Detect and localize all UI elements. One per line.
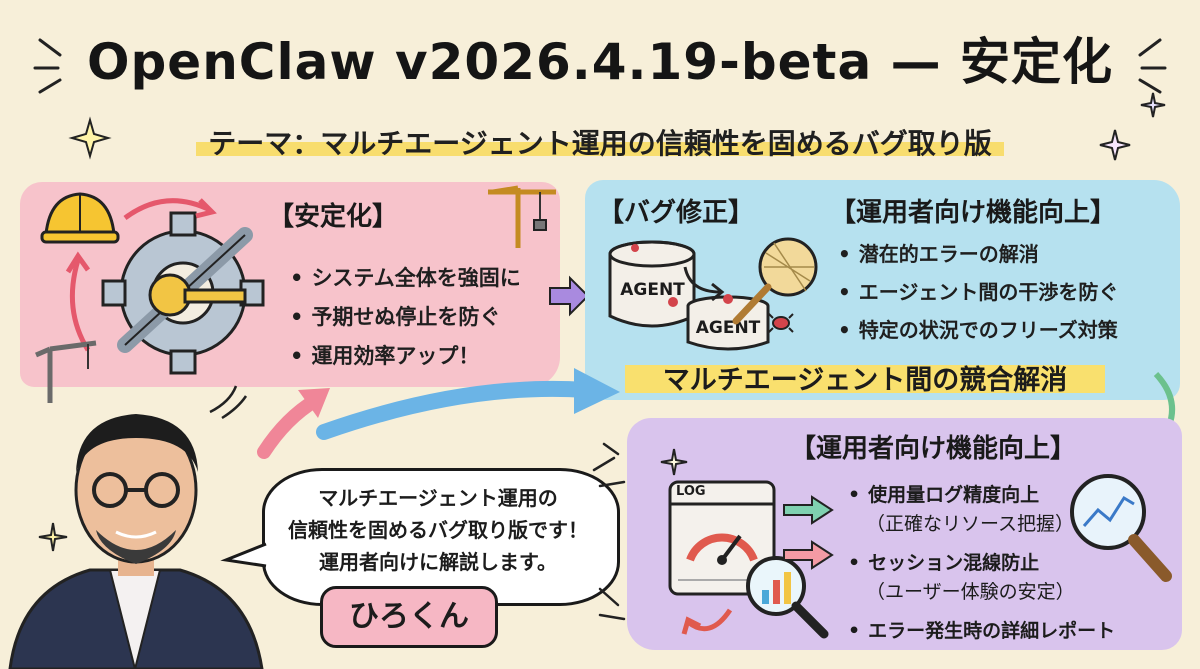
list-item: 運用効率アップ！ (290, 340, 521, 370)
subtitle: テーマ：マルチエージェント運用の信頼性を固めるバグ取り版 (110, 122, 1090, 162)
refresh-arrow-icon (681, 608, 733, 635)
arrow-cycle-icon (123, 198, 217, 221)
list-item-note: （ユーザー体験の安定） (866, 581, 1075, 603)
magnifier-chart-icon (746, 556, 829, 639)
page-title: OpenClaw v2026.4.19-beta — 安定化 (87, 33, 1113, 91)
agent-label: AGENT (620, 280, 685, 300)
sparkle-lines-icon (592, 442, 626, 488)
speech-bubble (262, 468, 620, 606)
stability-header: 【安定化】 (268, 202, 399, 232)
agent-cylinder-icon (608, 240, 696, 328)
sparkle-lines-icon (1138, 38, 1167, 94)
list-item-note: （正確なリソース把握） (866, 513, 1075, 535)
star-sparkle-icon (1140, 92, 1166, 118)
magnifier-graph-icon (1070, 474, 1172, 582)
ops-top-header: 【運用者向け機能向上】 (830, 198, 1117, 228)
list-item: 予期せぬ停止を防ぐ (290, 301, 521, 331)
list-item: エラー発生時の詳細レポート (848, 616, 1115, 643)
list-item: エージェント間の干渉を防ぐ (838, 276, 1119, 305)
bug-icon (768, 313, 794, 333)
speech-text: マルチエージェント運用の 信頼性を固めるバグ取り版です！ 運用者向けに解説します… (262, 482, 614, 578)
ops-bottom-list: 使用量ログ精度向上 （正確なリソース把握） セッション混線防止 （ユーザー体験の… (848, 480, 1115, 645)
speech-bubble-tail (220, 542, 267, 568)
gear-wrench-key-icon (101, 211, 265, 375)
speech-line: マルチエージェント運用の (318, 486, 558, 510)
speech-line: 運用者向けに解説します。 (319, 550, 557, 574)
agent-label: AGENT (695, 318, 761, 338)
arrow-up-right-icon (257, 388, 330, 459)
star-sparkle-icon (38, 522, 68, 552)
list-item: 潜在的エラーの解消 (838, 238, 1118, 267)
list-item: セッション混線防止 (848, 548, 1115, 575)
arrow-right-icon (316, 368, 620, 440)
crane-icon (35, 340, 97, 403)
presenter-name-tag: ひろくん (320, 586, 498, 648)
presenter-avatar (8, 414, 264, 669)
sparkle-lines-icon (598, 587, 626, 621)
star-sparkle-icon (660, 448, 688, 476)
race-banner: マルチエージェント間の競合解消 (625, 358, 1105, 397)
sparkle-lines-icon (209, 385, 248, 420)
ops-bottom-header: 【運用者向け機能向上】 (790, 434, 1077, 464)
log-label: LOG (676, 484, 706, 499)
ops-top-list: 潜在的エラーの解消 エージェント間の干渉を防ぐ 特定の状況でのフリーズ対策 (838, 238, 1119, 352)
log-window-icon (668, 480, 776, 596)
subtitle-text: テーマ：マルチエージェント運用の信頼性を固めるバグ取り版 (196, 127, 1004, 160)
list-item: 使用量ログ精度向上 (848, 480, 1115, 507)
arrow-cycle-icon (65, 251, 91, 352)
list-item: 特定の状況でのフリーズ対策 (838, 314, 1118, 343)
bugfix-header: 【バグ修正】 (598, 198, 755, 228)
arrow-right-icon (783, 540, 834, 570)
crane-icon (488, 185, 556, 248)
star-sparkle-icon (68, 116, 112, 160)
sparkle-lines-icon (33, 38, 62, 94)
hard-hat-icon (40, 192, 120, 244)
curved-arrow-icon (683, 266, 725, 302)
arrow-right-icon (549, 275, 590, 317)
bug-net-icon (732, 237, 818, 325)
list-item: システム全体を強固に (290, 262, 520, 292)
speech-line: 信頼性を固めるバグ取り版です！ (288, 518, 588, 542)
arrow-right-icon (783, 495, 834, 525)
stability-list: システム全体を強固に 予期せぬ停止を防ぐ 運用効率アップ！ (290, 262, 521, 379)
star-sparkle-icon (1099, 129, 1131, 161)
